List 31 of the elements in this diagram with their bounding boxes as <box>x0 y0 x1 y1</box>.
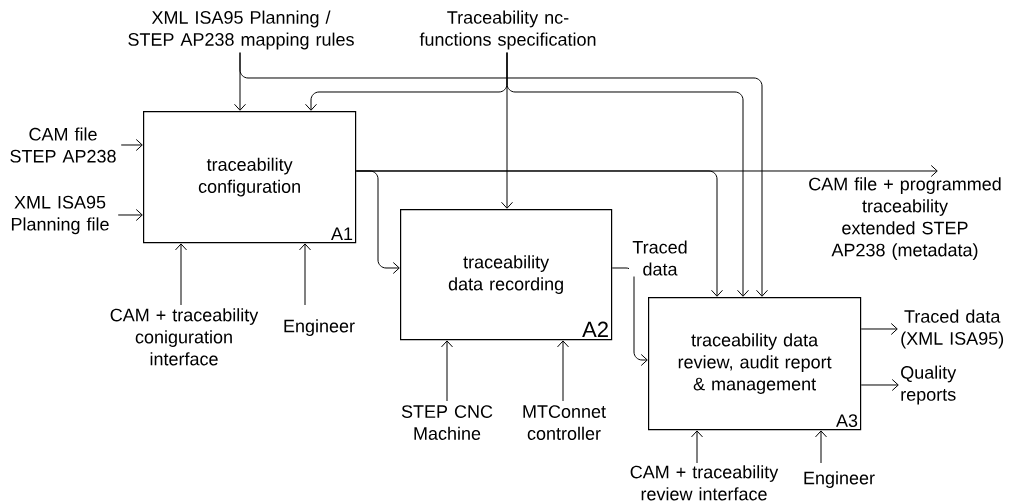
arrow <box>557 340 569 402</box>
flow-label: CAM + traceability coniguration interface <box>110 308 259 366</box>
arrow <box>611 267 648 366</box>
arrow <box>120 139 143 151</box>
arrow <box>239 52 768 297</box>
flow-label: XML ISA95 Planning / STEP AP238 mapping rules <box>128 10 354 50</box>
arrow <box>175 243 187 306</box>
flow-label: CAM file + programmed traceability extended STEP AP238 (metadata) <box>809 177 1001 260</box>
box-number: A1 <box>331 227 353 240</box>
flow-label: Traceability nc-functions specification <box>419 10 596 50</box>
arrow <box>691 430 703 464</box>
box-number: A3 <box>836 414 858 427</box>
arrow <box>355 170 723 297</box>
edge-label: Traced data <box>629 239 691 277</box>
arrow <box>860 323 898 335</box>
flow-label: Engineer <box>804 471 875 488</box>
arrow <box>815 430 827 464</box>
flow-label: CAM + traceability review interface <box>630 465 779 501</box>
flow-label: Engineer <box>284 319 355 336</box>
flow-label: Quality reports <box>901 365 957 405</box>
flow-label: MTConnet controller <box>523 405 606 440</box>
box-number: A2 <box>582 321 608 337</box>
flow-label: CAM file STEP AP238 <box>10 127 116 163</box>
arrow <box>506 52 749 297</box>
arrow <box>299 243 311 306</box>
arrow <box>860 379 899 391</box>
flow-label: Traced data (XML ISA95) <box>901 309 1004 349</box>
arrow <box>441 340 453 402</box>
arrow <box>117 209 143 221</box>
flow-label: XML ISA95 Planning file <box>11 195 109 235</box>
flow-label: STEP CNC Machine <box>401 405 493 440</box>
